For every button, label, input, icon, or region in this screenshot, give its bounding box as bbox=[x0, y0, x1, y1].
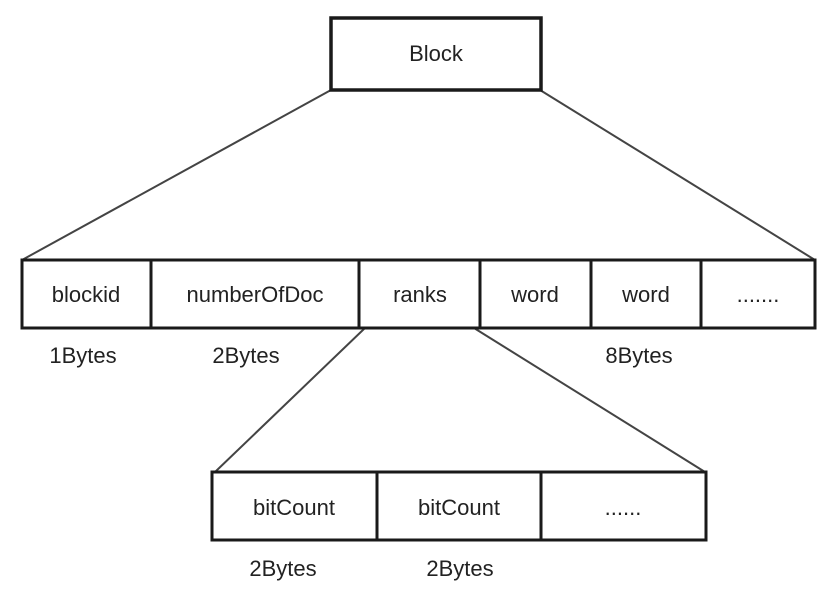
field-cell-box bbox=[149, 258, 361, 330]
rank-field-row: bitCount bitCount ...... bbox=[210, 470, 708, 542]
field-cell-word-2: word bbox=[589, 258, 703, 330]
ranks-to-subrow-right-connector bbox=[473, 327, 706, 473]
block-to-row-left-connector bbox=[21, 89, 332, 261]
block-node-box bbox=[329, 16, 543, 92]
rank-cell-ellipsis: ...... bbox=[539, 470, 708, 542]
field-cell-label: blockid bbox=[52, 282, 120, 307]
rank-cell-label: ...... bbox=[605, 495, 642, 520]
size-label-word: 8Bytes bbox=[605, 343, 672, 368]
field-cell-label: ....... bbox=[737, 282, 780, 307]
field-cell-label: numberOfDoc bbox=[187, 282, 324, 307]
rank-cell-box bbox=[539, 470, 708, 542]
block-node-label: Block bbox=[409, 41, 464, 66]
field-cell-label: word bbox=[510, 282, 559, 307]
block-field-row: blockid numberOfDoc ranks word word ....… bbox=[20, 258, 817, 330]
field-cell-label: word bbox=[621, 282, 670, 307]
size-label-bitcount-2: 2Bytes bbox=[426, 556, 493, 581]
field-cell-word-1: word bbox=[478, 258, 593, 330]
rank-cell-label: bitCount bbox=[418, 495, 500, 520]
field-cell-ellipsis: ....... bbox=[699, 258, 817, 330]
rank-cell-box bbox=[375, 470, 543, 542]
rank-cell-box bbox=[210, 470, 379, 542]
rank-cell-bitcount-1: bitCount bbox=[210, 470, 379, 542]
field-cell-numberofdoc: numberOfDoc bbox=[149, 258, 361, 330]
field-cell-label: ranks bbox=[393, 282, 447, 307]
size-label-bitcount-1: 2Bytes bbox=[249, 556, 316, 581]
field-cell-ranks: ranks bbox=[357, 258, 482, 330]
rank-cell-bitcount-2: bitCount bbox=[375, 470, 543, 542]
size-label-numberofdoc: 2Bytes bbox=[212, 343, 279, 368]
field-cell-box bbox=[699, 258, 817, 330]
field-cell-blockid: blockid bbox=[20, 258, 153, 330]
ranks-to-subrow-left-connector bbox=[214, 327, 366, 473]
block-node: Block bbox=[329, 16, 543, 92]
field-cell-box bbox=[357, 258, 482, 330]
block-to-row-right-connector bbox=[539, 89, 816, 261]
rank-cell-label: bitCount bbox=[253, 495, 335, 520]
field-cell-box bbox=[589, 258, 703, 330]
size-label-blockid: 1Bytes bbox=[49, 343, 116, 368]
